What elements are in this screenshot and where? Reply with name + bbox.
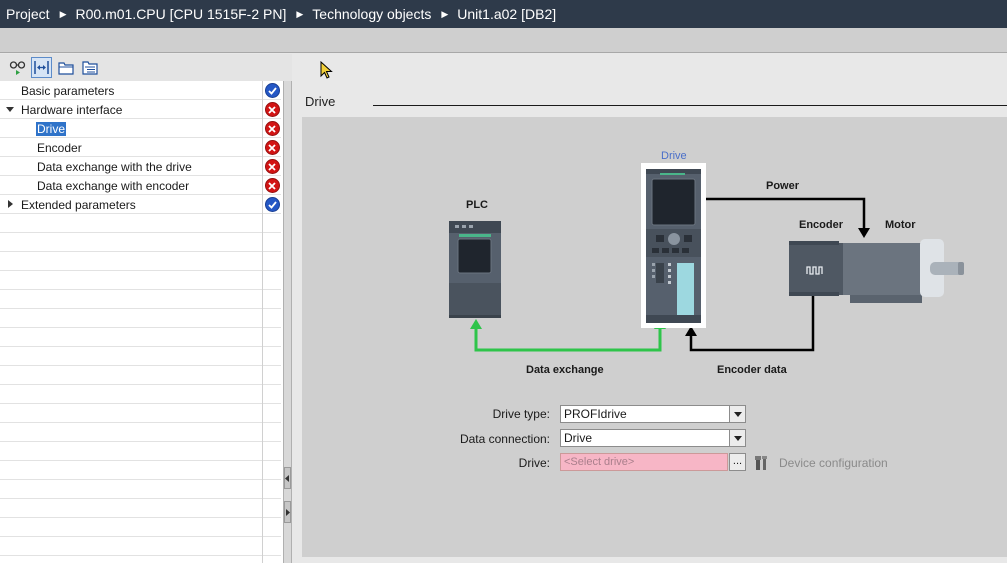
collapse-arrow-icon[interactable] [8, 200, 13, 208]
tree-item-extended-parameters[interactable]: Extended parameters [0, 195, 262, 214]
motor-label: Motor [885, 219, 916, 231]
section-title: Drive [305, 94, 336, 109]
error-x-icon [264, 140, 280, 155]
encoder-label: Encoder [799, 219, 844, 231]
status-column [262, 81, 281, 563]
breadcrumb-cpu[interactable]: R00.m01.CPU [CPU 1515F-2 PN] [75, 6, 287, 22]
drive-diagram: PLC Drive Power Encoder Motor Data excha… [302, 117, 1007, 557]
breadcrumb-separator-icon: ▶ [59, 8, 67, 19]
drive-field-label: Drive: [518, 456, 550, 470]
data-connection-value: Drive [564, 431, 593, 445]
ok-check-icon [264, 83, 280, 98]
drive-settings-panel: Drive [292, 54, 1007, 563]
panel-splitter[interactable] [283, 81, 292, 563]
folder-icon[interactable] [55, 57, 76, 78]
navigation-panel: Basic parameters Hardware interface Driv… [0, 54, 292, 563]
chevron-down-icon[interactable] [729, 430, 745, 446]
error-x-icon [264, 102, 280, 117]
power-label: Power [766, 180, 800, 192]
parameter-tree: Basic parameters Hardware interface Driv… [0, 81, 262, 563]
tree-item-label: Data exchange with the drive [37, 159, 192, 174]
error-x-icon [264, 178, 280, 193]
error-x-icon [264, 121, 280, 136]
drive-type-value: PROFIdrive [564, 407, 627, 421]
power-connection [699, 197, 870, 238]
section-divider [373, 105, 1007, 106]
expand-right-icon[interactable] [284, 501, 291, 523]
device-configuration-link[interactable]: Device configuration [779, 456, 888, 470]
tree-item-drive[interactable]: Drive [0, 119, 262, 138]
data-connection-label: Data connection: [459, 432, 550, 446]
glasses-icon[interactable] [7, 57, 28, 78]
drive-type-label: Drive type: [492, 407, 550, 421]
data-exchange-connection [470, 319, 666, 352]
tree-item-label: Hardware interface [21, 102, 123, 117]
breadcrumb-separator-icon: ▶ [441, 8, 449, 19]
expand-icon[interactable] [31, 57, 52, 78]
browse-button[interactable]: ... [729, 453, 746, 471]
tree-item-label: Extended parameters [21, 197, 136, 212]
tools-icon[interactable] [754, 455, 769, 473]
chevron-down-icon[interactable] [729, 406, 745, 422]
error-x-icon [264, 159, 280, 174]
breadcrumb-separator-icon: ▶ [296, 8, 304, 19]
data-exchange-label: Data exchange [526, 364, 604, 376]
tree-item-label: Drive [36, 121, 67, 136]
collapse-left-icon[interactable] [284, 467, 291, 489]
tree-item-label: Encoder [37, 140, 82, 155]
mouse-cursor-icon [320, 60, 333, 82]
folder-tree-icon[interactable] [79, 57, 100, 78]
drive-select-input[interactable]: <Select drive> [560, 453, 728, 471]
tree-item-basic-parameters[interactable]: Basic parameters [0, 81, 262, 100]
breadcrumb: Project ▶ R00.m01.CPU [CPU 1515F-2 PN] ▶… [0, 0, 1007, 28]
encoder-data-label: Encoder data [717, 364, 787, 376]
tree-item-data-exchange-encoder[interactable]: Data exchange with encoder [0, 176, 262, 195]
breadcrumb-unit[interactable]: Unit1.a02 [DB2] [457, 6, 557, 22]
breadcrumb-project[interactable]: Project [6, 6, 50, 22]
encoder-data-connection [685, 292, 815, 352]
expand-arrow-icon[interactable] [6, 107, 14, 112]
tree-item-hardware-interface[interactable]: Hardware interface [0, 100, 262, 119]
drive-diagram-label: Drive [661, 150, 687, 162]
breadcrumb-technology-objects[interactable]: Technology objects [312, 6, 432, 22]
data-connection-select[interactable]: Drive [560, 429, 746, 447]
tree-item-label: Basic parameters [21, 83, 115, 98]
plc-device [449, 221, 501, 318]
ok-check-icon [264, 197, 280, 212]
navigation-toolbar [0, 54, 292, 81]
tree-item-label: Data exchange with encoder [37, 178, 190, 193]
drive-type-select[interactable]: PROFIdrive [560, 405, 746, 423]
plc-label: PLC [466, 199, 488, 211]
drive-device [641, 163, 706, 328]
sub-toolbar [0, 28, 1007, 53]
tree-item-data-exchange-drive[interactable]: Data exchange with the drive [0, 157, 262, 176]
tree-item-encoder[interactable]: Encoder [0, 138, 262, 157]
encoder-motor-device [789, 239, 964, 303]
